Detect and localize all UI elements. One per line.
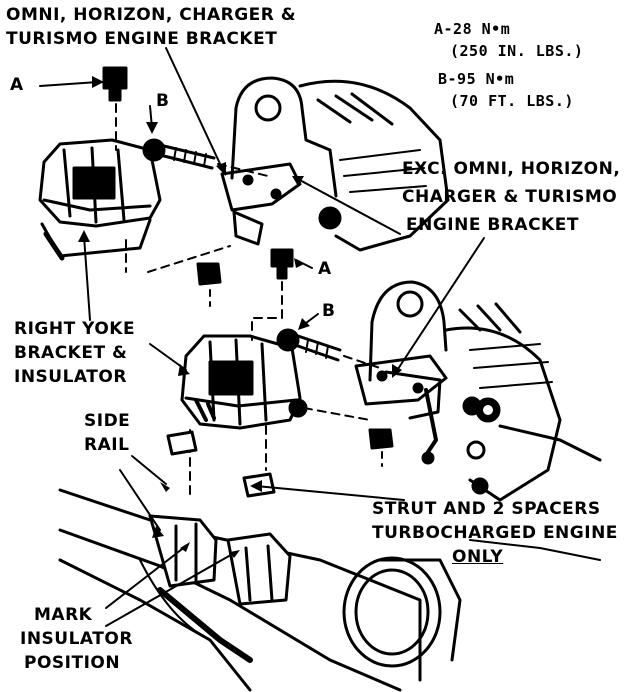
label-strut-line1: STRUT AND 2 SPACERS bbox=[372, 499, 601, 519]
upper-bolt-b bbox=[142, 138, 269, 177]
label-exc-bracket-line3: ENGINE BRACKET bbox=[406, 215, 579, 235]
lower-yoke-insulator bbox=[180, 334, 308, 430]
callout-b-lower: B bbox=[322, 301, 336, 321]
upper-bolt-a bbox=[102, 66, 128, 151]
callout-b-upper: B bbox=[156, 91, 170, 111]
lower-bolt-a bbox=[251, 248, 294, 341]
label-yoke-line3: INSULATOR bbox=[14, 367, 127, 387]
label-mark-line2: INSULATOR bbox=[20, 629, 133, 649]
arrow-heads bbox=[78, 76, 402, 558]
pulley bbox=[342, 539, 601, 668]
label-yoke-line2: BRACKET & bbox=[14, 343, 128, 363]
torque-spec-a: A-28 N•m bbox=[434, 20, 511, 38]
torque-spec-b-imperial: (70 FT. LBS.) bbox=[450, 92, 574, 110]
lower-nut bbox=[368, 428, 394, 467]
label-side-rail-line1: SIDE bbox=[84, 411, 131, 431]
lower-engine-block bbox=[368, 280, 602, 502]
lower-bolt-b bbox=[276, 328, 381, 369]
label-mark-line1: MARK bbox=[34, 605, 93, 625]
label-upper-bracket-line1: OMNI, HORIZON, CHARGER & bbox=[6, 5, 297, 25]
lower-bracket-plate bbox=[354, 354, 448, 420]
label-mark-line3: POSITION bbox=[24, 653, 121, 673]
label-upper-bracket-line2: TURISMO ENGINE BRACKET bbox=[6, 29, 278, 49]
label-strut-line3: ONLY bbox=[452, 547, 504, 567]
upper-yoke-insulator bbox=[38, 138, 162, 261]
upper-nut bbox=[196, 262, 222, 307]
label-strut-line2: TURBOCHARGED ENGINE bbox=[372, 523, 618, 543]
callout-a-upper: A bbox=[10, 75, 24, 95]
label-exc-bracket-line2: CHARGER & TURISMO bbox=[402, 187, 618, 207]
torque-spec-b: B-95 N•m bbox=[438, 70, 515, 88]
callout-a-lower: A bbox=[318, 259, 332, 279]
label-yoke-line1: RIGHT YOKE bbox=[14, 319, 136, 339]
strut bbox=[421, 388, 501, 465]
label-side-rail-line2: RAIL bbox=[84, 435, 130, 455]
label-exc-bracket-line1: EXC. OMNI, HORIZON, bbox=[402, 159, 621, 179]
side-rail bbox=[58, 488, 422, 692]
torque-spec-a-imperial: (250 IN. LBS.) bbox=[450, 42, 584, 60]
upper-engine-block bbox=[230, 76, 450, 252]
leader-lines bbox=[39, 47, 485, 627]
spacer-left bbox=[166, 430, 198, 456]
upper-bracket-plate bbox=[220, 162, 302, 246]
